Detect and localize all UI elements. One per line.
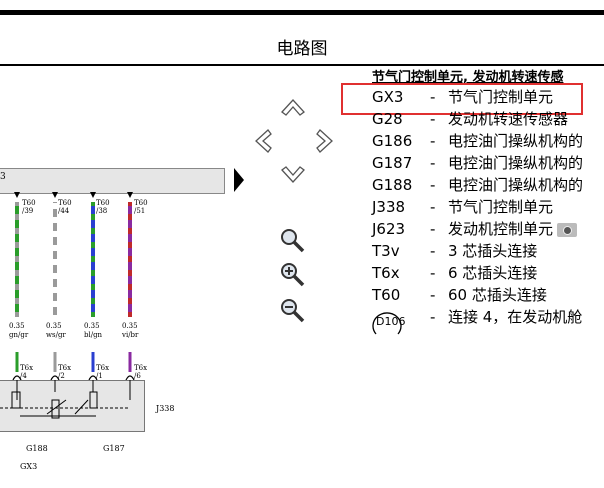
zoom-in-icon[interactable]: [278, 260, 306, 288]
magnifier-icon[interactable]: [278, 226, 306, 254]
pin-label-t6x-1: T6x /1: [96, 364, 110, 380]
throttle-unit-box: [0, 380, 145, 432]
pin-label-t6x-4: T6x /4: [20, 364, 34, 380]
legend-row-g28[interactable]: G28-发动机转速传感器: [372, 110, 569, 128]
pin-label-t60-38: T60 /38: [96, 199, 110, 215]
selection-highlight: [341, 83, 583, 115]
wire-gn-gr: [15, 202, 19, 317]
legend-code: GX3: [372, 88, 404, 106]
legend-row-g188[interactable]: G188-电控油门操纵机构的: [372, 176, 584, 194]
legend-row-t6x[interactable]: T6x-6 芯插头连接: [372, 264, 538, 282]
legend-row-d106[interactable]: -连接 4，在发动机舱: [430, 308, 583, 326]
pin-label-t60-39: T60 /39: [22, 199, 36, 215]
chevron-up-icon[interactable]: [278, 92, 308, 122]
top-border: [0, 10, 604, 15]
chevron-left-icon[interactable]: [248, 126, 278, 156]
legend-row-t60[interactable]: T60-60 芯插头连接: [372, 286, 547, 304]
connector-edge-mark: 3: [0, 172, 6, 182]
pin-label-t6x-6: T6x /6: [134, 364, 148, 380]
page-header: [0, 15, 604, 65]
wire-vi-br: [128, 202, 132, 317]
legend-row-g187[interactable]: G187-电控油门操纵机构的: [372, 154, 584, 172]
pin-label-t60-51: T60 /51: [134, 199, 148, 215]
ground-point-label: D106: [376, 315, 406, 328]
legend-row-g186[interactable]: G186-电控油门操纵机构的: [372, 132, 584, 150]
ground-point-icon: [372, 312, 402, 335]
header-divider: [0, 64, 604, 66]
pin-ticks: [14, 192, 133, 198]
chevron-down-icon[interactable]: [278, 160, 308, 190]
pin-label-t6x-2: T6x /2: [58, 364, 72, 380]
ref-j338: J338: [156, 404, 175, 413]
wire-bl-gn: [91, 202, 95, 317]
legend-row-gx3[interactable]: GX3-节气门控制单元: [372, 88, 554, 106]
connector-t60-bar: [0, 168, 225, 194]
lower-wires: [15, 352, 132, 372]
legend-row-t3v[interactable]: T3v-3 芯插头连接: [372, 242, 538, 260]
camera-icon[interactable]: [557, 222, 578, 237]
legend-row-j623[interactable]: J623-发动机控制单元: [372, 218, 578, 240]
chevron-right-icon[interactable]: [310, 126, 340, 156]
play-icon[interactable]: [234, 168, 244, 192]
wiring-svg: [12, 192, 135, 381]
sensor-schematic: [0, 380, 131, 419]
pin-label-t60-44: T60 /44: [58, 199, 72, 215]
ref-gx3: GX3: [20, 462, 38, 471]
ref-g188: G188: [26, 444, 48, 453]
pin-arcs: [12, 375, 135, 381]
legend-text: 节气门控制单元: [448, 88, 554, 106]
legend-heading: 节气门控制单元, 发动机转速传感: [372, 70, 564, 85]
page-title: 电路图: [276, 39, 328, 59]
zoom-out-icon[interactable]: [278, 296, 306, 324]
wire-ws-gr: [53, 202, 57, 317]
ref-g187: G187: [103, 444, 125, 453]
legend-row-j338[interactable]: J338-节气门控制单元: [372, 198, 554, 216]
